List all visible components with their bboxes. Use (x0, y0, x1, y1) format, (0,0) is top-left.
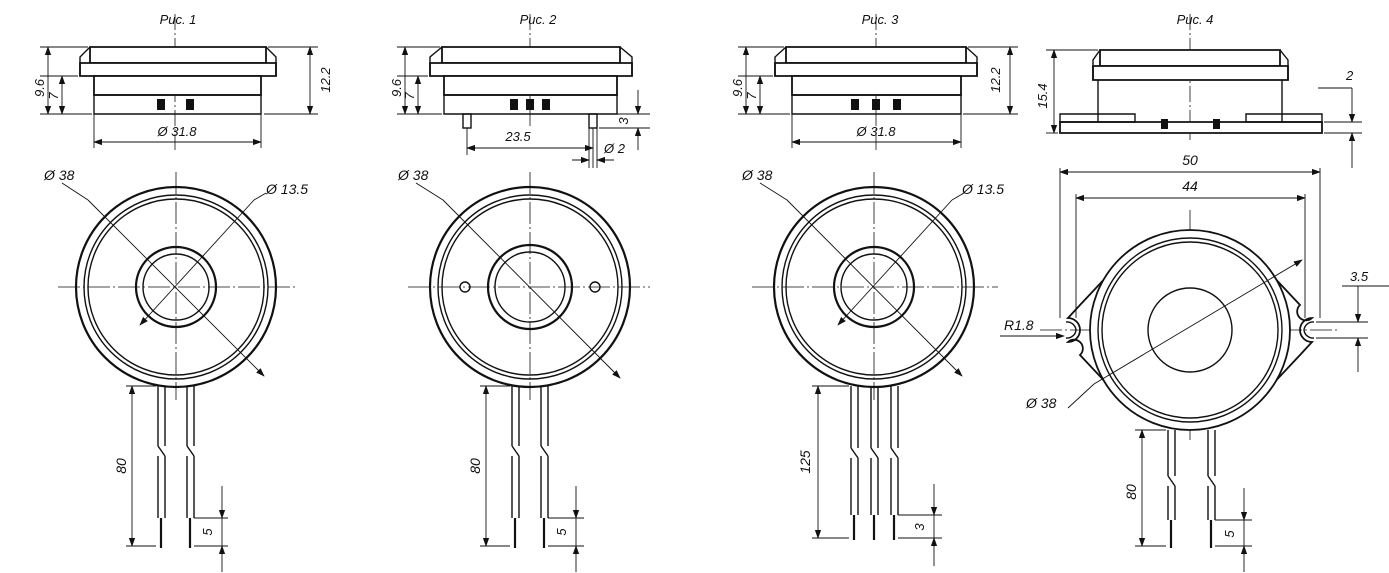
figure-3-dim-outer-diameter: Ø 38 (741, 167, 773, 183)
figure-3: Рис. 3 9.6 7 12.2 Ø 31.8 (730, 12, 1018, 566)
figure-2-dim-height-a: 9.6 (389, 78, 404, 97)
figure-4-dim-slot-radius: R1.8 (1004, 317, 1034, 333)
figure-4-dim-outer-diameter: Ø 38 (1025, 395, 1057, 411)
figure-3-leads (850, 386, 899, 540)
figure-2-leads (511, 386, 549, 548)
figure-3-dim-lead-length: 125 (797, 450, 813, 474)
figure-4-dim-slot-width: 3.5 (1350, 269, 1369, 284)
figure-1-dim-outer-diameter: Ø 38 (43, 167, 75, 183)
figure-3-dim-lead-strip: 3 (912, 523, 927, 531)
figure-4: Рис. 4 15.4 2 (1000, 12, 1389, 572)
figure-1-plan-view: Ø 38 Ø 13.5 80 (43, 167, 308, 572)
figure-4-dim-overall-width: 50 (1182, 152, 1198, 168)
figure-2-plan-view: Ø 38 80 5 (397, 167, 650, 572)
figure-3-dim-height-b: 7 (744, 92, 759, 100)
figure-4-dim-hole-spacing: 44 (1182, 178, 1198, 194)
figure-1-dim-height-a: 9.6 (32, 78, 47, 97)
figure-4-dim-lead-length: 80 (1123, 484, 1139, 500)
figure-3-side-view: 9.6 7 12.2 Ø 31.8 (730, 14, 1018, 150)
figure-3-caption: Рис. 3 (862, 12, 900, 27)
figure-3-dim-inner-diameter: Ø 13.5 (961, 181, 1004, 197)
figure-1-dim-lead-length: 80 (113, 458, 129, 474)
figure-3-dim-height-a: 9.6 (730, 78, 745, 97)
figure-2-dim-pin-spacing: 23.5 (504, 129, 531, 144)
figure-4-leads (1167, 430, 1216, 548)
figure-2-side-view: 9.6 7 3 23.5 Ø 2 (389, 14, 650, 168)
figure-1-dim-inner-diameter: Ø 13.5 (265, 181, 308, 197)
figure-4-dim-lead-strip: 5 (1222, 530, 1237, 538)
figure-2-dim-height-b: 7 (402, 92, 417, 100)
figure-2-dim-lead-strip: 5 (554, 528, 569, 536)
figure-2-dim-outer-diameter: Ø 38 (397, 167, 429, 183)
figure-2-dim-pin-height: 3 (616, 117, 631, 125)
figure-1-dim-height-b: 7 (46, 92, 61, 100)
figure-2-dim-pin-diameter: Ø 2 (603, 141, 626, 156)
figure-1-dim-base-diameter: Ø 31.8 (156, 124, 197, 139)
figure-1-leads (157, 386, 195, 548)
figure-1-dim-lead-strip: 5 (200, 528, 215, 536)
figure-1-dim-overall-height: 12.2 (318, 67, 333, 93)
figure-4-caption: Рис. 4 (1177, 12, 1214, 27)
figure-1: Рис. 1 9.6 7 12.2 Ø 31.8 (32, 12, 333, 572)
figure-1-caption: Рис. 1 (160, 12, 197, 27)
figure-4-dim-flange-thickness: 2 (1345, 68, 1354, 83)
figure-4-side-view: 15.4 2 (1035, 14, 1362, 168)
figure-4-dim-overall-height: 15.4 (1035, 83, 1050, 108)
figure-3-plan-view: Ø 38 Ø 13.5 (741, 167, 1004, 566)
figure-2: Рис. 2 9.6 7 3 (389, 12, 650, 572)
figure-2-caption: Рис. 2 (520, 12, 558, 27)
figure-3-dim-base-diameter: Ø 31.8 (855, 124, 896, 139)
figure-2-dim-lead-length: 80 (467, 458, 483, 474)
figure-1-side-view: 9.6 7 12.2 Ø 31.8 (32, 14, 333, 150)
figure-3-dim-overall-height: 12.2 (988, 67, 1003, 93)
figure-4-plan-view: 50 44 3.5 R1.8 Ø 38 (1000, 152, 1389, 572)
